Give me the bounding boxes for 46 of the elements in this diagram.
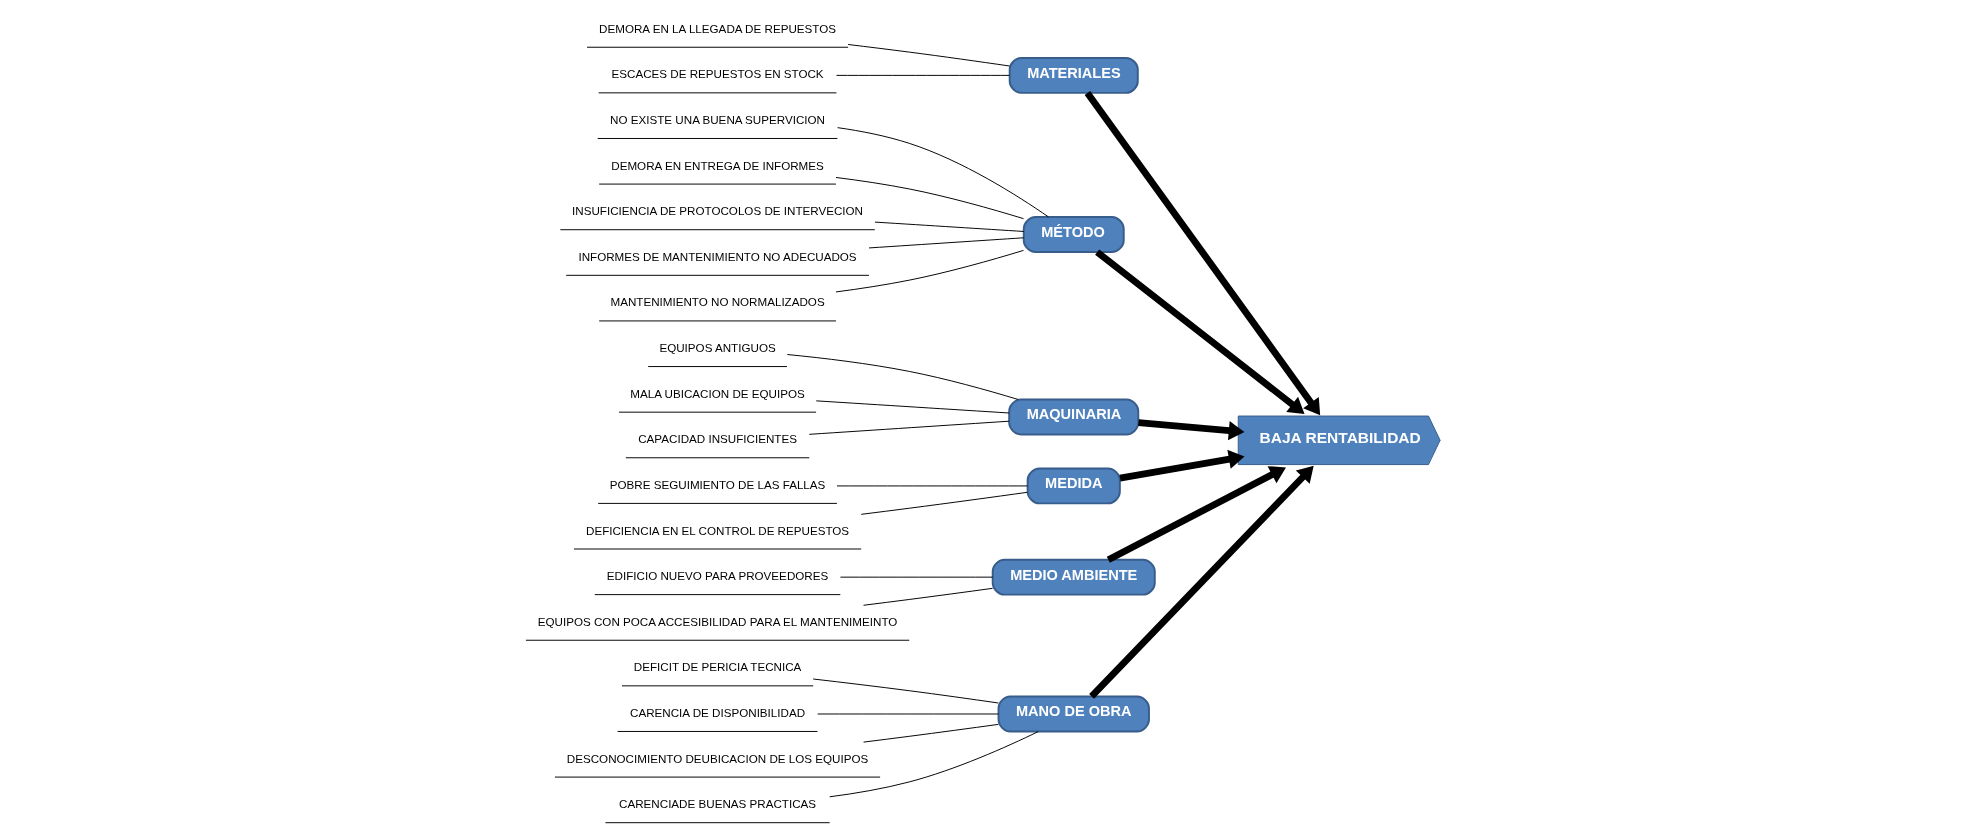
- node-box: MEDIDA: [1026, 467, 1121, 505]
- node-box: MATERIALES: [1008, 56, 1139, 94]
- node-box: MANO DE OBRA: [997, 695, 1150, 733]
- arrow: [1138, 419, 1245, 441]
- node-text: DEMORA EN ENTREGA DE INFORMES: [611, 158, 824, 172]
- connector: [836, 74, 1010, 76]
- connector: [860, 491, 1028, 515]
- node-text: NO EXISTE UNA BUENA SUPERVICION: [610, 113, 826, 127]
- node-text: MANTENIMIENTO NO NORMALIZADOS: [610, 295, 825, 309]
- node-text: DEMORA EN LA LLEGADA DE REPUESTOS: [599, 21, 837, 35]
- connector: [835, 176, 1024, 220]
- connector: [874, 221, 1025, 232]
- connector: [786, 354, 1019, 400]
- node-text: EDIFICIO NUEVO PARA PROVEEDORES: [606, 569, 829, 583]
- node-text: CAPACIDAD INSUFICIENTES: [638, 432, 797, 446]
- connector: [829, 731, 1039, 798]
- node-text: ESCACES DE REPUESTOS EN STOCK: [611, 67, 824, 81]
- node-text: DESCONOCIMIENTO DEUBICACION DE LOS EQUIPOS: [566, 751, 869, 765]
- connector: [808, 420, 1010, 435]
- arrow: [1089, 465, 1314, 699]
- connector: [837, 127, 1049, 218]
- node-text: POBRE SEGUIMIENTO DE LAS FALLAS: [609, 477, 826, 491]
- node-text: DEFICIENCIA EN EL CONTROL DE REPUESTOS: [586, 523, 850, 537]
- connector: [868, 237, 1025, 249]
- node-text: INSUFICIENCIA DE PROTOCOLOS DE INTERVECION: [572, 204, 864, 218]
- node-text: INFORMES DE MANTENIMIENTO NO ADECUADOS: [578, 249, 857, 263]
- node-text: CARENCIADE BUENAS PRACTICAS: [619, 797, 817, 811]
- connector: [839, 576, 994, 578]
- node-box: MEDIO AMBIENTE: [991, 558, 1156, 596]
- connector: [835, 249, 1024, 293]
- connector: [863, 723, 999, 743]
- node-box: MÉTODO: [1022, 216, 1125, 253]
- arrow: [1119, 449, 1245, 482]
- connector: [847, 44, 1010, 67]
- connector: [812, 678, 999, 704]
- node-text: EQUIPOS CON POCA ACCESIBILIDAD PARA EL MANTENIMEINTO: [537, 614, 898, 628]
- arrow: [1084, 91, 1321, 416]
- arrow: [1095, 249, 1305, 414]
- arrow: [1106, 466, 1286, 563]
- connector: [815, 400, 1010, 414]
- connector: [863, 587, 994, 606]
- node-box: MAQUINARIA: [1008, 398, 1140, 436]
- node-text: MALA UBICACION DE EQUIPOS: [630, 386, 805, 400]
- node-text: EQUIPOS ANTIGUOS: [659, 341, 776, 355]
- node-text: CARENCIA DE DISPONIBILIDAD: [630, 706, 806, 719]
- node-text: DEFICIT DE PERICIA TECNICA: [633, 660, 802, 674]
